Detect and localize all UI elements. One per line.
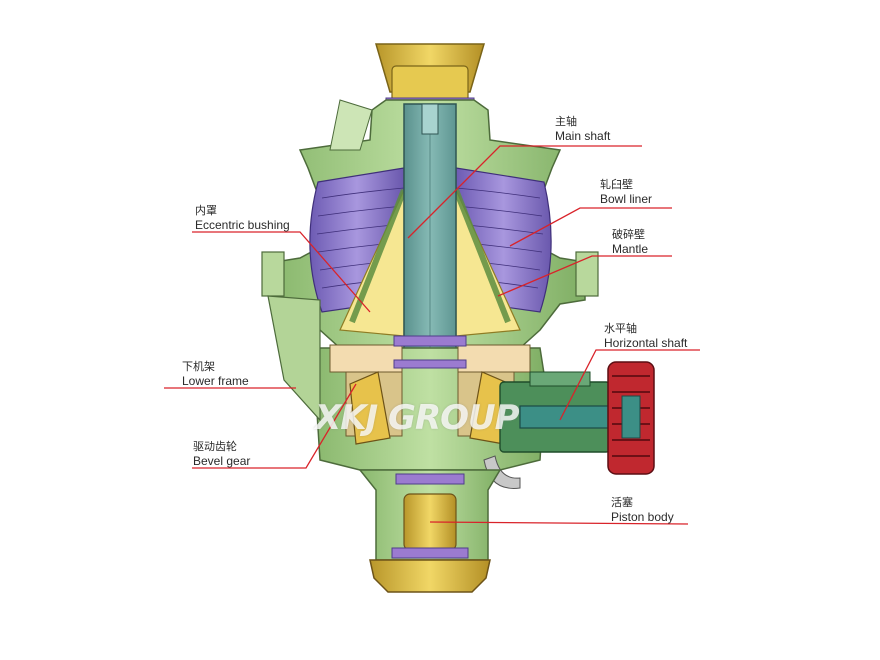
label-mantle-en: Mantle bbox=[612, 242, 649, 256]
label-lower-frame-en: Lower frame bbox=[182, 374, 249, 388]
leader-bevel-gear bbox=[192, 383, 357, 469]
label-eccentric-bushing-en: Eccentric bushing bbox=[195, 218, 290, 232]
label-main-shaft: 主轴 Main shaft bbox=[555, 115, 610, 143]
label-piston-body-en: Piston body bbox=[611, 510, 674, 524]
label-bowl-liner-cn: 轧臼壁 bbox=[600, 178, 633, 191]
label-bevel-gear-cn: 驱动齿轮 bbox=[193, 440, 237, 453]
horizontal-shaft-assembly bbox=[483, 371, 631, 489]
label-main-shaft-en: Main shaft bbox=[555, 129, 611, 143]
label-bevel-gear-en: Bevel gear bbox=[193, 454, 251, 468]
label-lower-frame: 下机架 Lower frame bbox=[182, 360, 249, 388]
label-eccentric-bushing: 内罩 Eccentric bushing bbox=[195, 204, 290, 232]
label-horizontal-shaft-cn: 水平轴 bbox=[604, 322, 637, 335]
watermark-logo: XKJ GROUP bbox=[315, 398, 520, 438]
leader-mantle bbox=[497, 255, 672, 297]
label-bowl-liner: 轧臼壁 Bowl liner bbox=[600, 178, 652, 206]
label-bevel-gear: 驱动齿轮 Bevel gear bbox=[193, 440, 250, 468]
label-horizontal-shaft: 水平轴 Horizontal shaft bbox=[604, 322, 687, 350]
label-piston-body: 活塞 Piston body bbox=[611, 496, 674, 524]
label-main-shaft-cn: 主轴 bbox=[555, 115, 577, 128]
label-mantle: 破碎壁 Mantle bbox=[612, 228, 648, 256]
piston-cylinder bbox=[358, 469, 502, 593]
label-piston-body-cn: 活塞 bbox=[611, 496, 633, 509]
leader-horizontal-shaft bbox=[559, 349, 700, 421]
leader-piston-body bbox=[429, 521, 689, 525]
label-eccentric-bushing-cn: 内罩 bbox=[195, 204, 217, 217]
leader-main-shaft bbox=[407, 145, 642, 239]
drive-pulley bbox=[607, 361, 655, 475]
mantle bbox=[339, 188, 521, 337]
label-mantle-cn: 破碎壁 bbox=[612, 228, 645, 241]
leader-lines bbox=[164, 145, 700, 525]
label-lower-frame-cn: 下机架 bbox=[182, 360, 215, 373]
leader-eccentric-bushing bbox=[192, 231, 371, 313]
feed-hopper bbox=[375, 43, 485, 109]
leader-bowl-liner bbox=[509, 207, 672, 247]
label-bowl-liner-en: Bowl liner bbox=[600, 192, 653, 206]
label-horizontal-shaft-en: Horizontal shaft bbox=[604, 336, 688, 350]
